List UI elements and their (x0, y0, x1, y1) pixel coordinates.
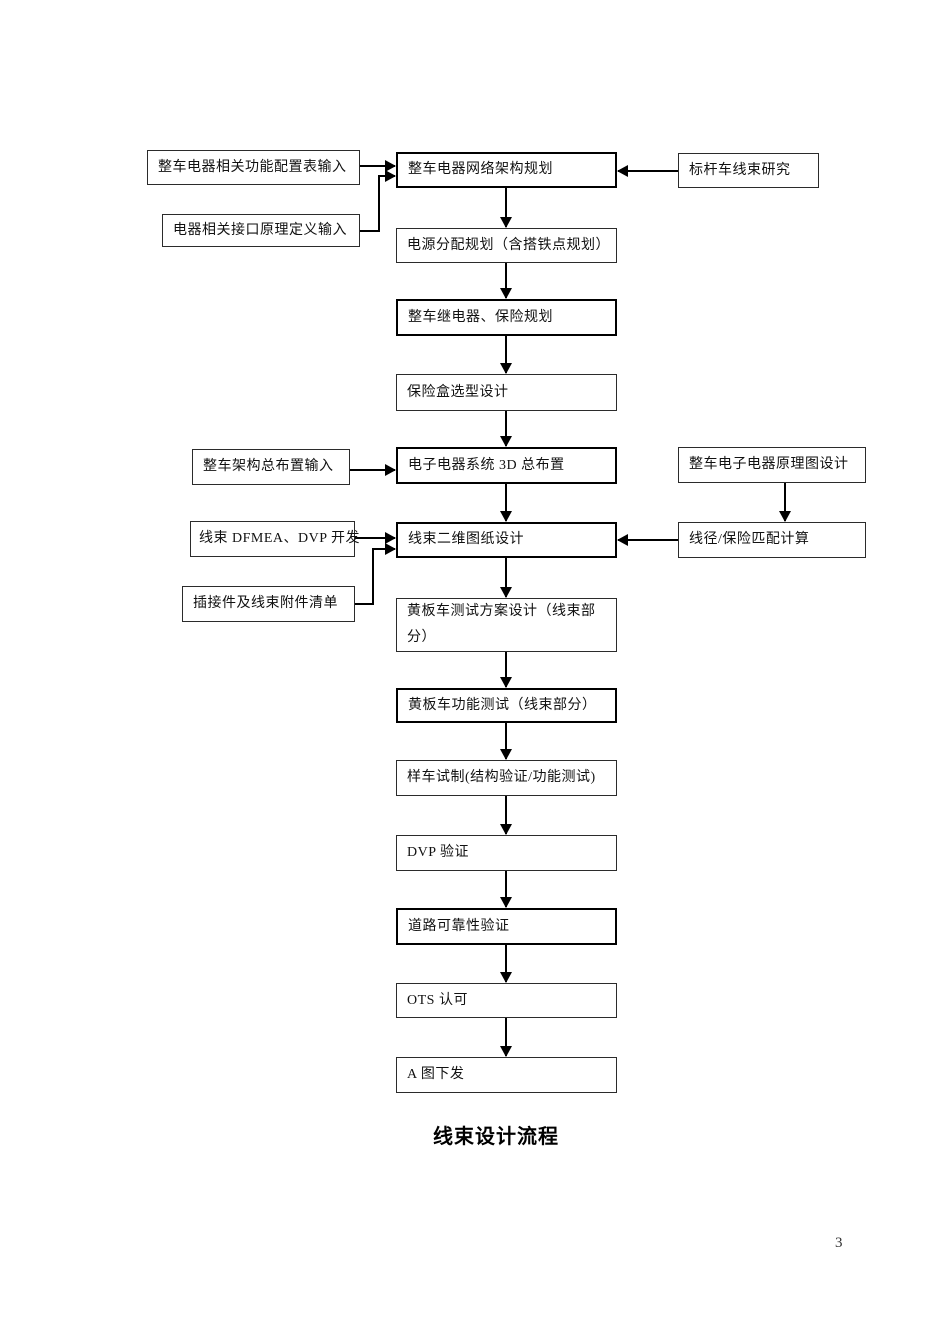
page-number: 3 (835, 1235, 843, 1251)
node-ee-system-3d-layout: 电子电器系统 3D 总布置 (396, 447, 617, 484)
node-power-distribution-planning: 电源分配规划（含搭铁点规划） (396, 228, 617, 263)
node-road-reliability-validation: 道路可靠性验证 (396, 908, 617, 945)
node-prototype-build: 样车试制(结构验证/功能测试) (396, 760, 617, 796)
node-harness-2d-drawing-design: 线束二维图纸设计 (396, 522, 617, 558)
node-connector-accessory-list: 插接件及线束附件清单 (182, 586, 355, 622)
node-benchmark-harness-research: 标杆车线束研究 (678, 153, 819, 188)
node-relay-fuse-planning: 整车继电器、保险规划 (396, 299, 617, 336)
node-harness-dfmea-dvp-development: 线束 DFMEA、DVP 开发 (190, 521, 360, 557)
node-yellow-board-function-test: 黄板车功能测试（线束部分） (396, 688, 617, 723)
node-yellow-board-test-plan: 黄板车测试方案设计（线束部分） (396, 598, 617, 652)
node-fuse-box-design: 保险盒选型设计 (396, 374, 617, 411)
node-electric-interface-definition-input: 电器相关接口原理定义输入 (162, 214, 360, 247)
node-network-architecture-planning: 整车电器网络架构规划 (396, 152, 617, 188)
figure-caption: 线束设计流程 (433, 1126, 559, 1148)
node-vehicle-electric-function-config-input: 整车电器相关功能配置表输入 (147, 150, 360, 185)
node-vehicle-architecture-layout-input: 整车架构总布置输入 (192, 449, 350, 485)
node-dvp-validation: DVP 验证 (396, 835, 617, 871)
node-ots-approval: OTS 认可 (396, 983, 617, 1018)
node-a-drawing-release: A 图下发 (396, 1057, 617, 1093)
node-vehicle-ee-schematic-design: 整车电子电器原理图设计 (678, 447, 866, 483)
node-wire-fuse-matching-calculation: 线径/保险匹配计算 (678, 522, 866, 558)
